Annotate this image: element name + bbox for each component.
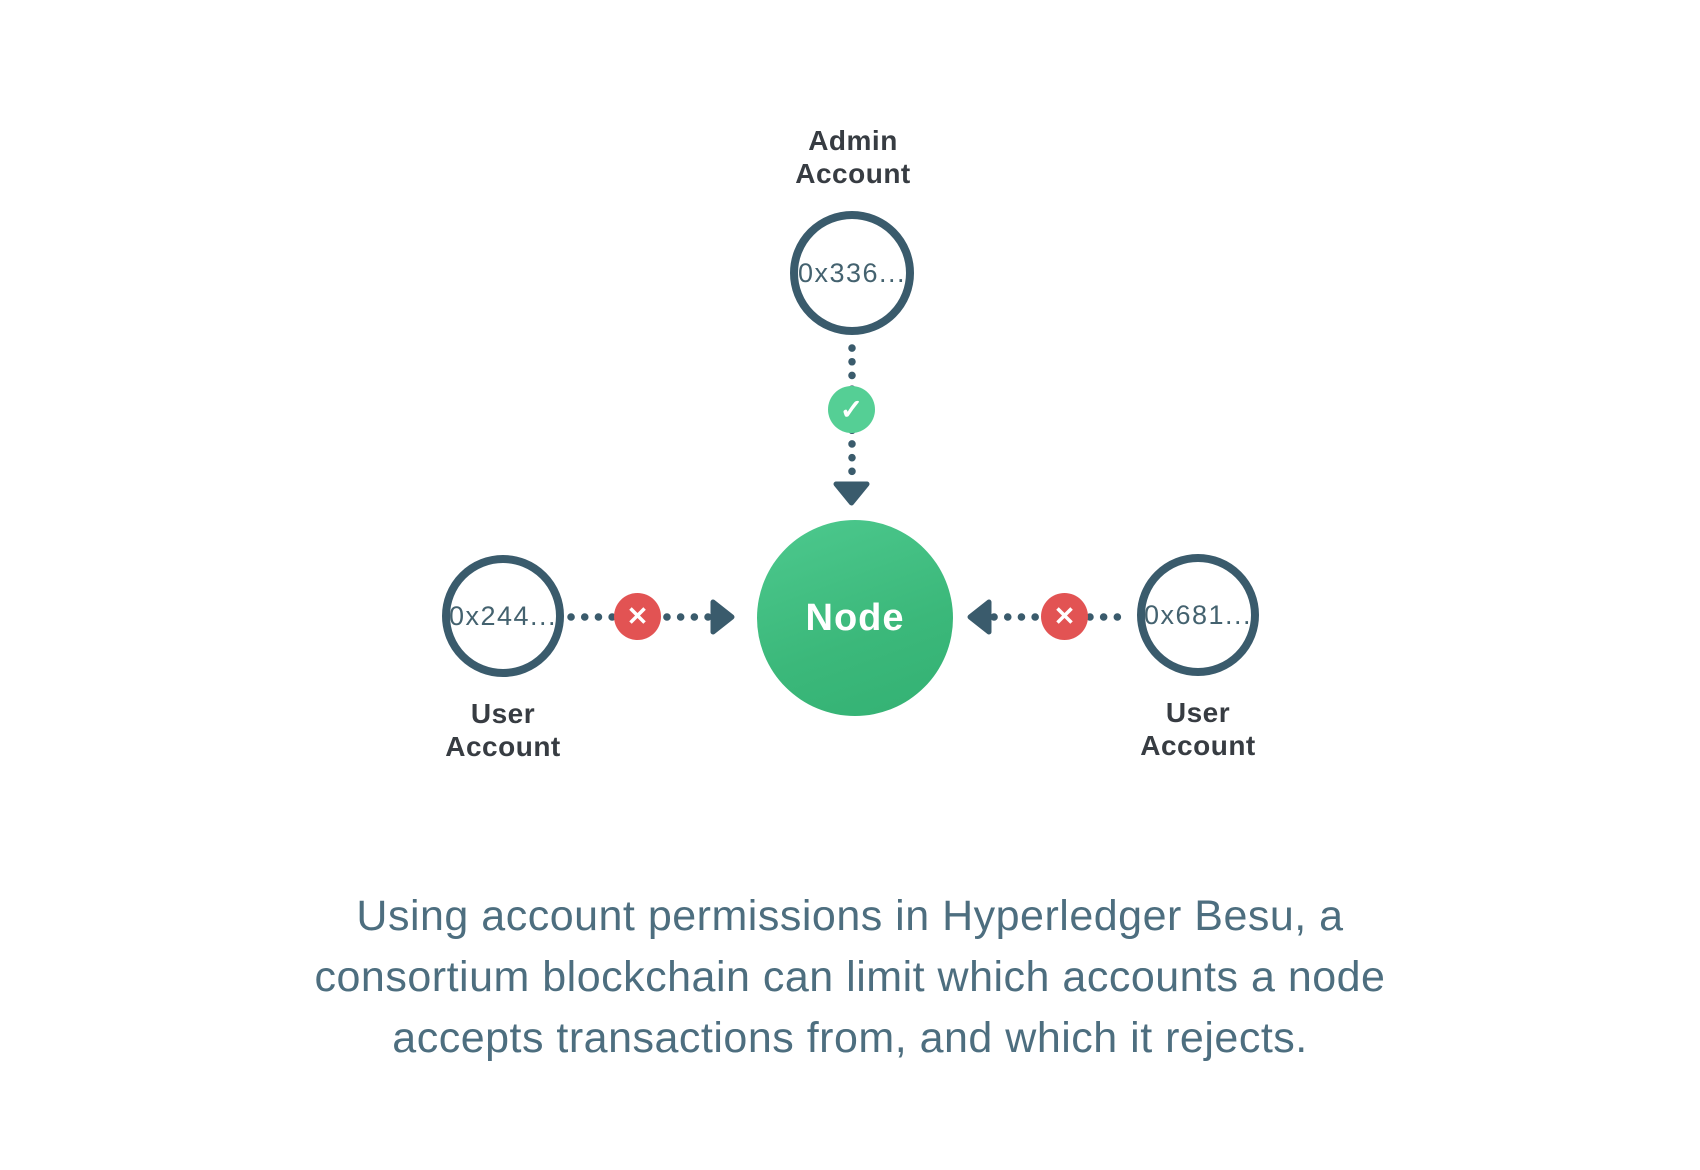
user-account-address-right: 0x681... — [1143, 599, 1253, 630]
user-account-address-left: 0x244... — [448, 600, 558, 631]
admin-account-address: 0x336... — [797, 257, 907, 288]
cross-glyph-right: ✕ — [1053, 601, 1076, 631]
admin-account-circle: 0x336... — [790, 211, 914, 335]
user-account-label-right: User Account — [1140, 697, 1256, 761]
admin-account-label: Admin Account — [795, 125, 911, 189]
user-account-circle-left: 0x244... — [442, 555, 564, 677]
allow-check-icon: ✓ — [828, 386, 875, 433]
check-glyph: ✓ — [839, 394, 864, 425]
arrow-right-icon — [710, 599, 735, 635]
user-account-label-left: User Account — [445, 698, 561, 762]
arrow-left-icon — [967, 599, 992, 635]
cross-glyph-left: ✕ — [626, 601, 649, 631]
deny-cross-icon-left: ✕ — [614, 593, 661, 640]
node-circle: Node — [757, 520, 953, 716]
node-label: Node — [805, 596, 905, 639]
user-account-circle-right: 0x681... — [1137, 554, 1259, 676]
caption-text: Using account permissions in Hyperledger… — [314, 892, 1386, 1062]
arrow-down-icon — [833, 481, 870, 506]
deny-cross-icon-right: ✕ — [1041, 593, 1088, 640]
